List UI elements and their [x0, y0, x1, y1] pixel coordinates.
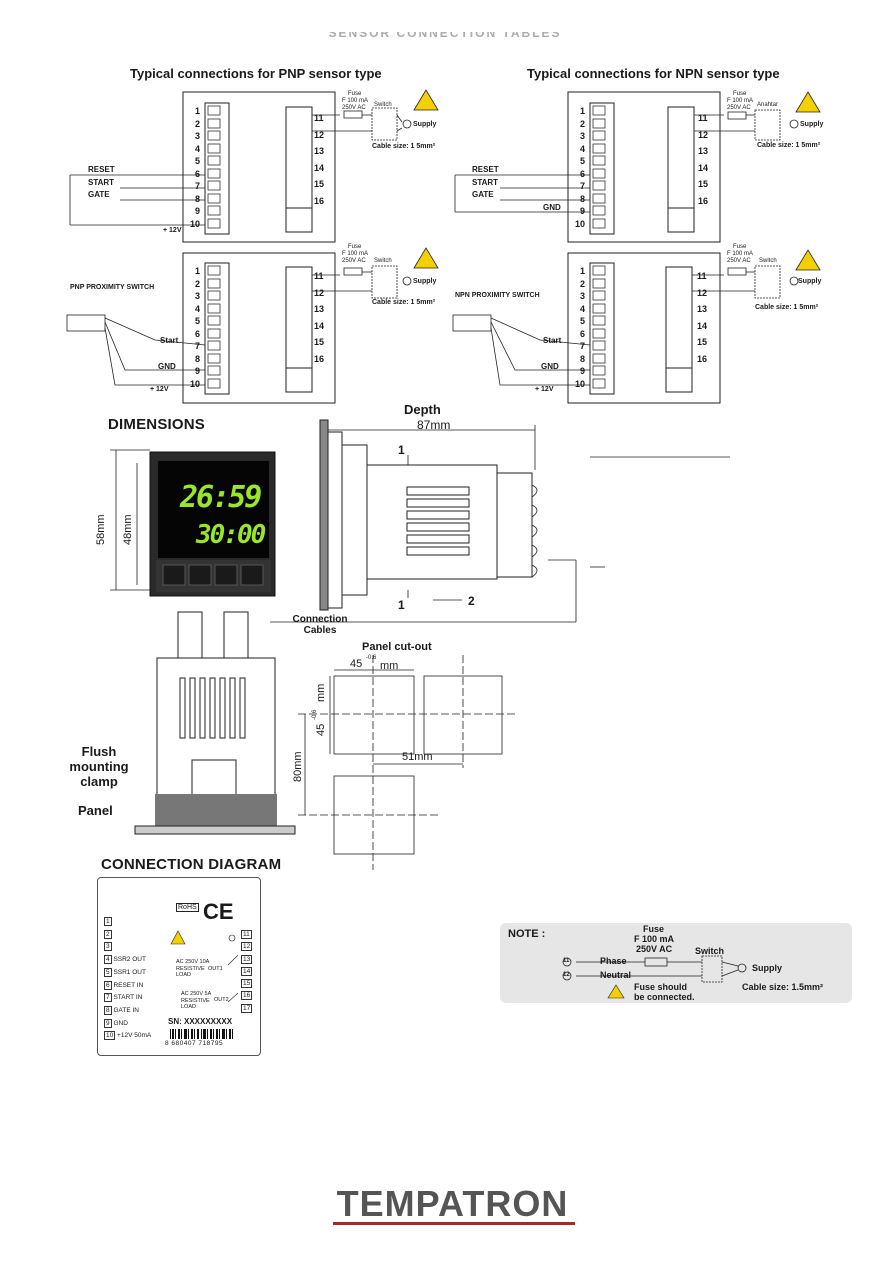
npn-fuse-rating2: 250V AC [727, 105, 751, 111]
npn2-supply-label: Supply [798, 278, 822, 285]
npn-switch-label: Anahtar [757, 102, 779, 108]
note-fuse-r1: F 100 mA [634, 934, 675, 944]
note-fuse: Fuse [643, 924, 665, 934]
npn2-switch-label: Switch [759, 258, 777, 264]
npn2-cable-label: Cable size: 1 5mm² [755, 304, 819, 311]
out1-label: OUT1 [208, 966, 223, 972]
pnp-prox-12v: + 12V [150, 386, 169, 393]
note-supply: Supply [752, 963, 783, 973]
spacing-h: 51mm [402, 751, 433, 763]
arrow1-bottom: 1 [398, 598, 405, 612]
npn-prox-12v: + 12V [535, 386, 554, 393]
depth-label: Depth [404, 402, 441, 417]
npn-gnd: GND [543, 203, 561, 212]
pnp2-fuse-label: Fuse [348, 244, 362, 250]
connection-left-rows: 1 2 3 4 SSR2 OUT 5 SSR1 OUT 6 RESET IN 7… [104, 917, 152, 1041]
pnp-reset: RESET [88, 165, 115, 174]
rohs-mark: RoHS [176, 903, 199, 912]
pnp-prox-start: Start [160, 336, 179, 345]
note-fuse-r2: 250V AC [636, 944, 673, 954]
panel-label: Panel [78, 803, 113, 818]
pnp-title: Typical connections for PNP sensor type [130, 66, 382, 81]
note-neutral: Neutral [600, 970, 632, 980]
npn2-fuse-rating2: 250V AC [727, 258, 751, 264]
pnp2-cable-label: Cable size: 1 5mm² [372, 299, 436, 306]
note-phase: Phase [600, 956, 627, 966]
npn-reset: RESET [472, 165, 499, 174]
dimensions-title: DIMENSIONS [108, 416, 206, 433]
pnp2-fuse-rating1: F 100 mA [342, 251, 369, 257]
pnp-start: START [88, 178, 115, 187]
pnp-supply-label: Supply [413, 121, 437, 128]
out2-label: OUT2 [214, 997, 229, 1003]
arrow1-top: 1 [398, 443, 405, 457]
pnp2-fuse-rating2: 250V AC [342, 258, 366, 264]
connection-right-rows: 11 12 13 14 15 16 17 [241, 930, 253, 1013]
brand-underline [333, 1222, 575, 1225]
pnp-prox-title: PNP PROXIMITY SWITCH [70, 284, 155, 291]
pnp2-switch-label: Switch [374, 258, 392, 264]
note-switch: Switch [695, 946, 725, 956]
connection-cables-label: Connection Cables [292, 614, 348, 636]
pnp-switch-label: Switch [374, 102, 392, 108]
npn2-fuse-rating1: F 100 mA [727, 251, 754, 257]
npn2-fuse-label: Fuse [733, 244, 747, 250]
pnp2-supply-label: Supply [413, 278, 437, 285]
npn-prox-start: Start [543, 336, 562, 345]
npn-title: Typical connections for NPN sensor type [527, 66, 780, 81]
npn-prox-gnd: GND [541, 362, 559, 371]
cut-width-tol: -0.6 [366, 655, 377, 661]
note-be-connected: be connected. [634, 992, 695, 1002]
display-bottom-value: 30:00 [196, 520, 266, 550]
barcode-text: 8 680407 718795 [165, 1040, 224, 1047]
cut-width: 45 [350, 658, 363, 670]
note-t11: 11 [563, 958, 570, 964]
note-box [500, 923, 852, 1003]
note-fuse-should: Fuse should [634, 982, 688, 992]
brand-logo: TEMPATRON [336, 1183, 569, 1224]
flush-clamp-label: Flush mounting clamp [69, 744, 129, 789]
pnp-12v: + 12V [163, 227, 182, 234]
display-top-value: 26:59 [180, 480, 262, 515]
pnp-cable-label: Cable size: 1 5mm² [372, 143, 436, 150]
note-cable: Cable size: 1.5mm² [742, 982, 824, 992]
pnp-fuse-label: Fuse [348, 91, 362, 97]
ce-mark: CE [203, 899, 234, 924]
npn-cable-label: Cable size: 1 5mm² [757, 142, 821, 149]
npn-start: START [472, 178, 499, 187]
pnp-gate: GATE [88, 190, 110, 199]
npn-fuse-label: Fuse [733, 91, 747, 97]
cutout-title: Panel cut-out [362, 641, 432, 653]
pnp-fuse-rating2: 250V AC [342, 105, 366, 111]
serial-number: SN: XXXXXXXXX [168, 1017, 233, 1026]
connection-label-card [97, 877, 261, 1056]
npn-prox-title: NPN PROXIMITY SWITCH [455, 292, 540, 299]
npn-supply-label: Supply [800, 121, 824, 128]
connection-diagram-title: CONNECTION DIAGRAM [101, 856, 282, 873]
note-t12: 12 [563, 972, 570, 978]
cut-width-unit: mm [380, 660, 399, 672]
page-header: SENSOR CONNECTION TABLES [328, 32, 562, 40]
npn-fuse-rating1: F 100 mA [727, 98, 754, 104]
depth-value: 87mm [417, 418, 451, 432]
npn-gate: GATE [472, 190, 494, 199]
pnp-prox-gnd: GND [158, 362, 176, 371]
note-title: NOTE : [508, 928, 546, 940]
pnp-fuse-rating1: F 100 mA [342, 98, 369, 104]
arrow2: 2 [468, 594, 475, 608]
